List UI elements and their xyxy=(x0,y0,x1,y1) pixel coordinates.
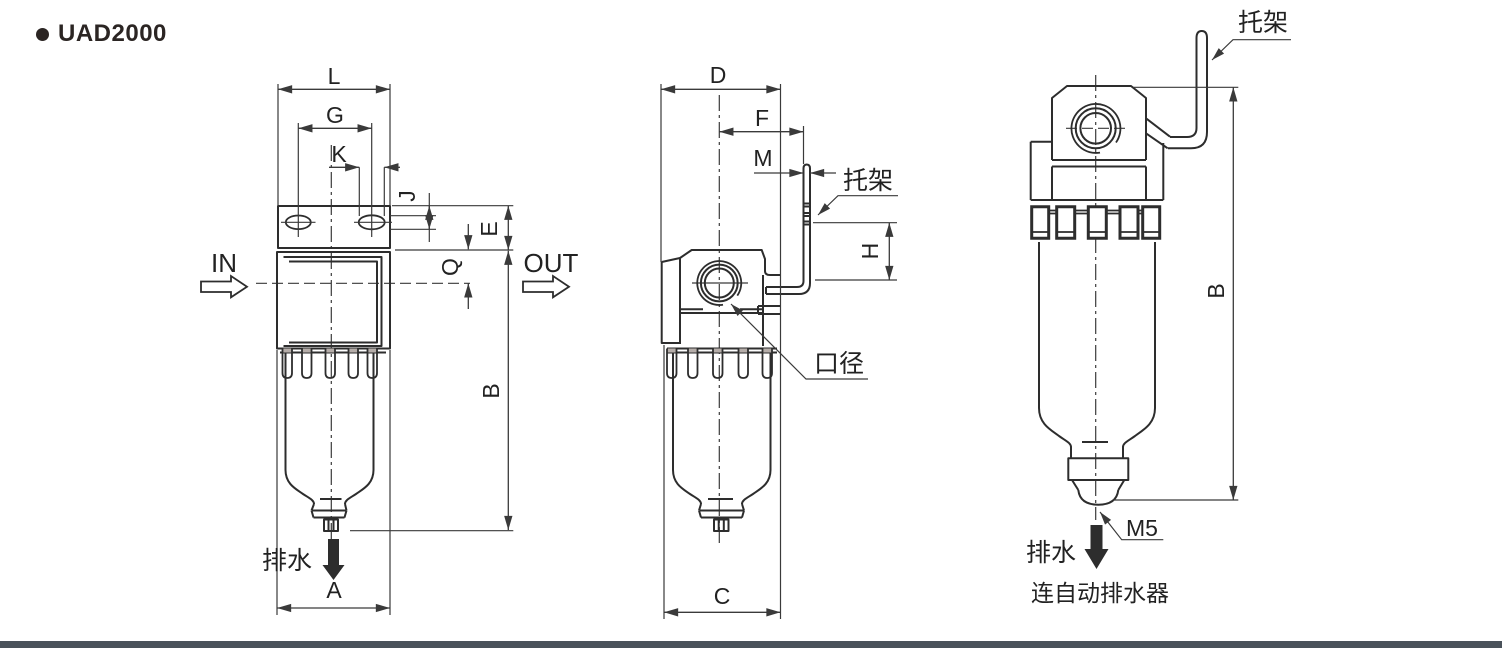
side-collar-slot-caps xyxy=(667,348,772,353)
bracket-extension-lines xyxy=(1113,86,1239,501)
dim-label-e: E xyxy=(476,221,502,236)
bracket-label-top: 托架 xyxy=(1238,9,1288,37)
bracket-leader-top xyxy=(1211,39,1291,61)
side-collar-slots xyxy=(666,348,773,379)
dim-label-c: C xyxy=(714,583,731,609)
dim-label-g: G xyxy=(326,102,344,128)
bracket-collar-slots xyxy=(1030,205,1162,240)
front-view: L G K J E Q B A IN OUT 排水 xyxy=(200,63,579,615)
bracket-label-side: 托架 xyxy=(843,167,893,195)
dim-label-f: F xyxy=(755,105,769,131)
port-size-label: 口径 xyxy=(814,350,864,378)
side-extension-lines xyxy=(660,84,897,619)
out-label: OUT xyxy=(524,248,579,278)
bracket-port-swirl-arc xyxy=(1070,103,1122,154)
side-body-outline xyxy=(660,249,781,532)
drain-label-front: 排水 xyxy=(262,547,312,575)
page-title: UAD2000 xyxy=(36,20,167,48)
out-flow-arrow-icon xyxy=(522,274,571,299)
model-title: UAD2000 xyxy=(58,20,167,47)
front-collar-slots xyxy=(281,348,378,379)
dim-label-a: A xyxy=(326,577,342,603)
bracket-strap-outline xyxy=(1168,30,1208,150)
thread-size-label: M5 xyxy=(1126,515,1158,541)
dim-label-b-bracket: B xyxy=(1203,283,1229,298)
page-footer-rule xyxy=(0,641,1502,648)
dim-label-b-front: B xyxy=(478,383,504,398)
drain-arrow-icon-front xyxy=(322,539,345,580)
dim-label-l: L xyxy=(328,63,341,89)
front-collar-slot-caps xyxy=(282,348,377,353)
dim-label-d: D xyxy=(710,62,727,88)
bracket-port-circle-outer xyxy=(1074,107,1117,150)
side-port-circle-outer xyxy=(699,263,739,303)
bullet-icon xyxy=(36,27,49,41)
bracket-view: B 托架 M5 排水 连自动排水器 xyxy=(1026,9,1291,606)
thread-size-leader xyxy=(1099,511,1164,541)
front-extension-lines xyxy=(276,84,514,615)
bracket-collar-slot-details xyxy=(1031,209,1160,233)
dim-label-k: K xyxy=(331,141,347,167)
port-size-leader xyxy=(730,303,868,380)
in-flow-arrow-icon xyxy=(200,274,249,299)
side-port-swirl-arc xyxy=(696,260,743,306)
drain-arrow-icon-bracket xyxy=(1084,525,1109,569)
dim-label-m: M xyxy=(753,145,772,171)
in-label: IN xyxy=(211,248,237,278)
front-body-outline xyxy=(276,205,391,532)
bracket-port-circle-inner xyxy=(1079,112,1112,145)
bracket-body-outline xyxy=(1029,85,1171,506)
dim-label-h: H xyxy=(857,243,883,260)
side-view: D F M H C 托架 口径 xyxy=(660,62,898,619)
side-bracket-outline xyxy=(765,163,811,295)
auto-drain-label: 连自动排水器 xyxy=(1031,580,1169,606)
dim-label-j: J xyxy=(394,190,420,202)
drain-label-bracket: 排水 xyxy=(1026,539,1076,567)
side-port-circle-inner xyxy=(703,267,735,299)
dim-label-q: Q xyxy=(437,258,463,276)
bracket-leader-side xyxy=(817,195,898,216)
